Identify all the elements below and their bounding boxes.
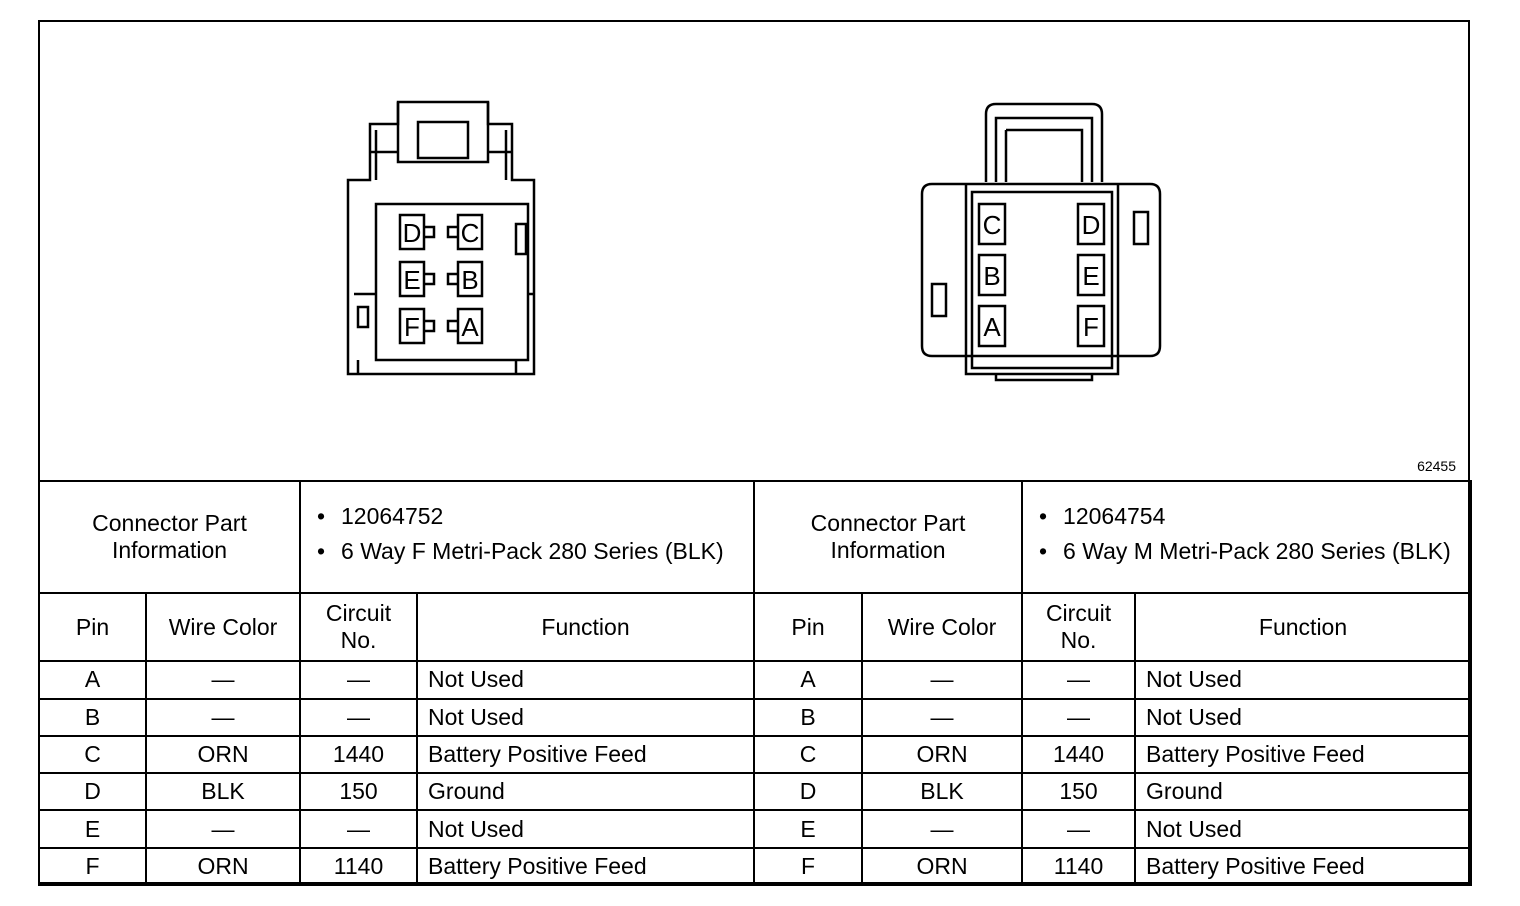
function-cell: Not Used [416, 809, 756, 849]
function-cell: Not Used [416, 697, 756, 737]
column-header-circuit: Circuit No. [1021, 591, 1137, 663]
male-cavity-label: C [983, 210, 1002, 240]
function-cell: Not Used [1134, 809, 1473, 849]
female-connector-drawing [346, 100, 536, 376]
circuit-cell: 150 [299, 772, 419, 812]
column-header-function: Function [416, 591, 756, 663]
table-row: B — — Not Used B — — Not Used [38, 697, 1473, 737]
male-cavity-label: B [983, 261, 1000, 291]
male-cavity-label: F [1083, 312, 1099, 342]
female-cavity-label: C [461, 218, 480, 248]
connector-drawings: D C E B F A [346, 100, 1162, 382]
male-cavity-label: A [983, 312, 1001, 342]
pin-cell: A [38, 660, 147, 700]
circuit-cell: — [1021, 697, 1137, 737]
connector-part-info: 12064752 6 Way F Metri-Pack 280 Series (… [299, 480, 756, 594]
column-header-function: Function [1134, 591, 1473, 663]
pin-cell: F [38, 846, 147, 887]
part-number: 12064754 [1039, 503, 1460, 530]
connector-part-info-label: Connector Part Information [753, 480, 1024, 594]
circuit-cell: 1440 [299, 734, 419, 775]
pin-cell: F [753, 846, 864, 887]
pin-cell: E [38, 809, 147, 849]
circuit-cell: 1140 [1021, 846, 1137, 887]
pin-cell: D [753, 772, 864, 812]
connector-part-info: 12064754 6 Way M Metri-Pack 280 Series (… [1021, 480, 1473, 594]
function-cell: Battery Positive Feed [1134, 734, 1473, 775]
female-cavity-label: F [404, 312, 420, 342]
wire-color-cell: BLK [144, 772, 302, 812]
function-cell: Ground [416, 772, 756, 812]
pin-cell: B [38, 697, 147, 737]
table-row: F ORN 1140 Battery Positive Feed F ORN 1… [38, 846, 1473, 887]
female-cavity-label: A [461, 312, 479, 342]
circuit-cell: 1440 [1021, 734, 1137, 775]
part-number: 12064752 [317, 503, 743, 530]
wire-color-cell: — [861, 660, 1024, 700]
male-connector-drawing [920, 102, 1162, 382]
pin-cell: D [38, 772, 147, 812]
table-row: D BLK 150 Ground D BLK 150 Ground [38, 772, 1473, 812]
function-cell: Ground [1134, 772, 1473, 812]
table-row: C ORN 1440 Battery Positive Feed C ORN 1… [38, 734, 1473, 775]
function-cell: Battery Positive Feed [1134, 846, 1473, 887]
connector-part-info-label: Connector Part Information [37, 480, 302, 594]
circuit-cell: — [1021, 809, 1137, 849]
connector-diagram-area: D C E B F A [40, 22, 1468, 482]
column-header-wire-color: Wire Color [861, 591, 1024, 663]
wire-color-cell: BLK [861, 772, 1024, 812]
function-cell: Not Used [1134, 660, 1473, 700]
function-cell: Battery Positive Feed [416, 734, 756, 775]
column-header-pin: Pin [753, 591, 864, 663]
wire-color-cell: ORN [144, 846, 302, 887]
female-cavity-labels: D C E B F A [403, 218, 480, 342]
column-header-circuit: Circuit No. [299, 591, 419, 663]
pin-cell: C [753, 734, 864, 775]
male-cavity-label: D [1082, 210, 1101, 240]
wire-color-cell: — [144, 809, 302, 849]
circuit-cell: 150 [1021, 772, 1137, 812]
female-cavity-label: D [403, 218, 422, 248]
function-cell: Not Used [416, 660, 756, 700]
wire-color-cell: — [861, 809, 1024, 849]
table-row: A — — Not Used A — — Not Used [38, 660, 1473, 700]
wire-color-cell: ORN [861, 846, 1024, 887]
table-row: E — — Not Used E — — Not Used [38, 809, 1473, 849]
function-cell: Battery Positive Feed [416, 846, 756, 887]
circuit-cell: — [299, 660, 419, 700]
wire-color-cell: ORN [861, 734, 1024, 775]
diagram-frame: D C E B F A [37, 20, 1473, 887]
pin-cell: A [753, 660, 864, 700]
column-header-wire-color: Wire Color [144, 591, 302, 663]
column-header-pin: Pin [38, 591, 147, 663]
pin-cell: B [753, 697, 864, 737]
connector-pinout-table: Connector Part Information 12064752 6 Wa… [37, 480, 1473, 887]
female-cavity-label: B [461, 265, 478, 295]
female-cavity-label: E [403, 265, 420, 295]
wire-color-cell: ORN [144, 734, 302, 775]
circuit-cell: — [1021, 660, 1137, 700]
figure-number: 62455 [1417, 458, 1456, 474]
male-cavity-label: E [1082, 261, 1099, 291]
wire-color-cell: — [144, 697, 302, 737]
circuit-cell: — [299, 809, 419, 849]
circuit-cell: — [299, 697, 419, 737]
part-description: 6 Way M Metri-Pack 280 Series (BLK) [1039, 538, 1460, 565]
column-header-row: Pin Wire Color Circuit No. Function Pin … [38, 591, 1473, 663]
male-cavity-labels: C D B E A F [983, 210, 1101, 342]
part-info-row: Connector Part Information 12064752 6 Wa… [37, 480, 1473, 594]
part-description: 6 Way F Metri-Pack 280 Series (BLK) [317, 538, 743, 565]
wire-color-cell: — [144, 660, 302, 700]
wire-color-cell: — [861, 697, 1024, 737]
function-cell: Not Used [1134, 697, 1473, 737]
pin-cell: C [38, 734, 147, 775]
pin-cell: E [753, 809, 864, 849]
circuit-cell: 1140 [299, 846, 419, 887]
